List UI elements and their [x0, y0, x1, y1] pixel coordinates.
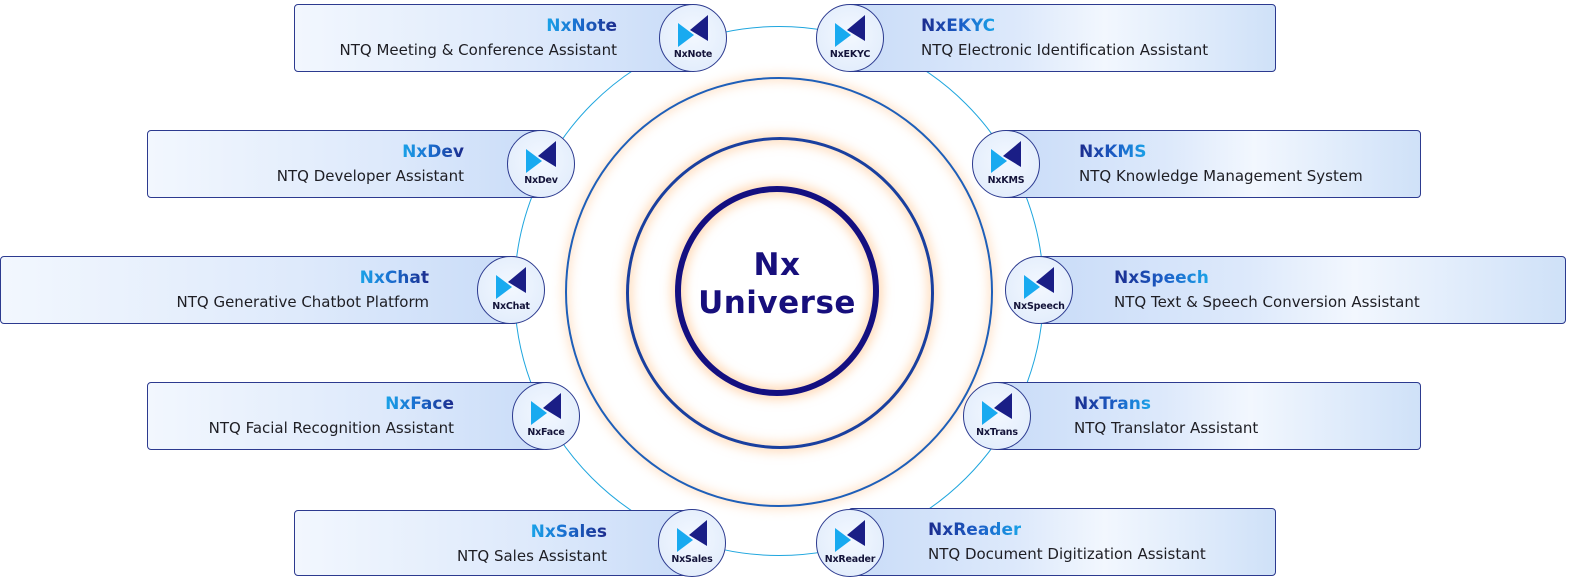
product-badge-nxspeech[interactable]: NxSpeech: [1005, 256, 1073, 324]
product-description: NTQ Sales Assistant: [457, 547, 607, 565]
product-badge-nxekyc[interactable]: NxEKYC: [816, 4, 884, 72]
product-description: NTQ Knowledge Management System: [1079, 167, 1363, 185]
badge-label: NxSales: [671, 554, 713, 565]
nx-logo-icon: [835, 520, 865, 552]
product-badge-nxdev[interactable]: NxDev: [507, 130, 575, 198]
product-description: NTQ Electronic Identification Assistant: [921, 41, 1209, 59]
product-title: NxChat: [359, 268, 429, 288]
badge-label: NxEKYC: [829, 49, 871, 60]
product-card-nxtrans[interactable]: NxTrans NTQ Translator Assistant: [995, 382, 1421, 450]
product-badge-nxsales[interactable]: NxSales: [658, 509, 726, 577]
product-title: NxDev: [402, 142, 464, 162]
product-badge-nxkms[interactable]: NxKMS: [972, 130, 1040, 198]
inner-core-ring: [675, 186, 879, 396]
product-title: NxTrans: [1074, 394, 1151, 414]
product-description: NTQ Developer Assistant: [276, 167, 464, 185]
product-title: NxNote: [546, 16, 617, 36]
badge-label: NxFace: [527, 427, 565, 438]
product-title: NxKMS: [1079, 142, 1147, 162]
product-card-nxsales[interactable]: NxSales NTQ Sales Assistant: [294, 510, 694, 576]
product-title: NxSales: [530, 522, 607, 542]
product-title: NxSpeech: [1114, 268, 1209, 288]
product-card-nxkms[interactable]: NxKMS NTQ Knowledge Management System: [1004, 130, 1421, 198]
badge-label: NxSpeech: [1013, 301, 1065, 312]
product-description: NTQ Translator Assistant: [1074, 419, 1259, 437]
product-description: NTQ Facial Recognition Assistant: [208, 419, 454, 437]
nx-logo-icon: [835, 15, 865, 47]
product-description: NTQ Generative Chatbot Platform: [176, 293, 430, 311]
badge-label: NxKMS: [987, 175, 1025, 186]
product-badge-nxchat[interactable]: NxChat: [477, 256, 545, 324]
nx-logo-icon: [982, 393, 1012, 425]
nx-logo-icon: [1024, 267, 1054, 299]
product-card-nxface[interactable]: NxFace NTQ Facial Recognition Assistant: [147, 382, 547, 450]
product-badge-nxface[interactable]: NxFace: [512, 382, 580, 450]
badge-label: NxReader: [824, 554, 876, 565]
product-title: NxReader: [928, 520, 1022, 540]
product-title: NxEKYC: [921, 16, 996, 36]
product-card-nxspeech[interactable]: NxSpeech NTQ Text & Speech Conversion As…: [1038, 256, 1566, 324]
nx-logo-icon: [677, 520, 707, 552]
nx-logo-icon: [496, 267, 526, 299]
badge-label: NxTrans: [976, 427, 1018, 438]
product-badge-nxreader[interactable]: NxReader: [816, 509, 884, 577]
product-badge-nxnote[interactable]: NxNote: [659, 4, 727, 72]
nx-logo-icon: [526, 141, 556, 173]
badge-label: NxChat: [492, 301, 530, 312]
badge-label: NxDev: [524, 175, 558, 186]
product-description: NTQ Meeting & Conference Assistant: [339, 41, 618, 59]
third-orbit-ring: [626, 137, 934, 449]
product-description: NTQ Document Digitization Assistant: [928, 545, 1206, 563]
nx-logo-icon: [678, 15, 708, 47]
center-title-line2: Universe: [698, 285, 856, 321]
second-orbit-ring: [565, 77, 993, 507]
product-card-nxchat[interactable]: NxChat NTQ Generative Chatbot Platform: [0, 256, 518, 324]
product-badge-nxtrans[interactable]: NxTrans: [963, 382, 1031, 450]
product-card-nxekyc[interactable]: NxEKYC NTQ Electronic Identification Ass…: [848, 4, 1276, 72]
center-title: Nx Universe: [675, 246, 879, 322]
product-card-nxnote[interactable]: NxNote NTQ Meeting & Conference Assistan…: [294, 4, 694, 72]
nx-logo-icon: [991, 141, 1021, 173]
product-card-nxreader[interactable]: NxReader NTQ Document Digitization Assis…: [848, 508, 1276, 576]
nx-logo-icon: [531, 393, 561, 425]
product-description: NTQ Text & Speech Conversion Assistant: [1114, 293, 1420, 311]
product-title: NxFace: [385, 394, 454, 414]
product-card-nxdev[interactable]: NxDev NTQ Developer Assistant: [147, 130, 547, 198]
center-title-line1: Nx: [753, 247, 801, 283]
badge-label: NxNote: [673, 49, 713, 60]
